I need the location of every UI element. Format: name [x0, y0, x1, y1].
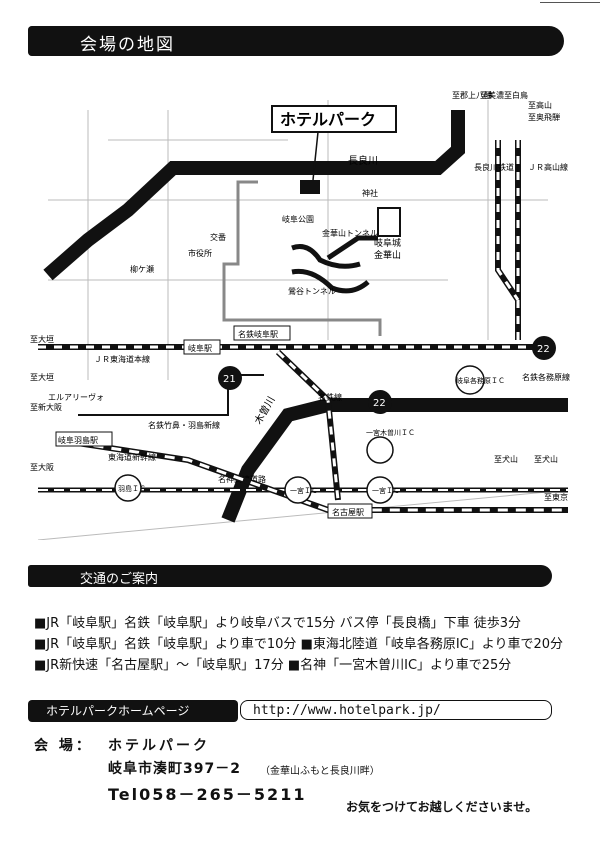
kinkazan-area — [291, 235, 378, 294]
dir-okuhida: 至奥飛騨 — [528, 112, 560, 122]
access-header-bar: 交通のご案内 — [28, 565, 552, 587]
nagaragawa-tetsudo — [495, 140, 521, 302]
route-22a-badge — [368, 390, 392, 414]
hotel-marker — [300, 180, 320, 194]
tokaido-label: ＪＲ東海道本線 — [94, 354, 150, 364]
jr-gifu-station-label: 岐阜駅 — [188, 343, 212, 353]
koban-label: 交番 — [210, 232, 226, 242]
page-title: 会場の地図 — [80, 35, 175, 55]
dir-inuyama-1: 至犬山 — [494, 454, 518, 464]
ic-ichinomiya-label-a: 一宮ＩＣ — [290, 486, 318, 495]
venue-map: 長良川 木曽川 ホテルパーク 岐阜城 金華山 神社 岐阜公園 金華山トンネル 鶯… — [30, 90, 570, 540]
meitetsu-takehana-line — [78, 374, 264, 416]
airuvo-label: エルアリーヴォ — [48, 392, 104, 402]
homepage-label: ホテルパークホームページ — [28, 700, 238, 722]
route-22b-badge — [532, 336, 556, 360]
meitetsu-gifu-station-label: 名鉄岐阜駅 — [238, 329, 278, 339]
city-hall-label: 市役所 — [188, 248, 212, 258]
route-22a-label: 22 — [373, 398, 386, 409]
jr-gifu-station-box — [183, 339, 221, 355]
shinkansen-line — [57, 437, 568, 513]
ic-kisogawa-label: 一宮木曽川ＩＣ — [366, 428, 415, 437]
top-rule — [540, 2, 600, 3]
dir-gujo: 至郡上八幡 — [452, 90, 492, 100]
closing-message: お気をつけてお越しくださいませ。 — [346, 800, 538, 814]
nagara-river-label: 長良川 — [348, 154, 378, 167]
yanagase-label: 柳ケ瀬 — [130, 264, 154, 274]
dir-shirotori: 至白鳥 — [504, 90, 528, 100]
venue-label: 会 場： — [34, 738, 93, 754]
dir-shin-osaka: 至新大阪 — [30, 402, 62, 412]
kinkazan-tunnel-label: 金華山トンネル — [322, 228, 378, 238]
uguisudani-tunnel-label: 鶯谷トンネル — [288, 286, 336, 296]
kakamigahara-label: 名鉄各務原線 — [522, 372, 570, 382]
callout-pointer — [312, 131, 319, 181]
hashima-station-box — [55, 431, 113, 447]
access-list: ■JR「岐阜駅」名鉄「岐阜駅」より岐阜バスで15分 バス停「長良橋」下車 徒歩3… — [34, 612, 563, 675]
jinja-label: 神社 — [362, 188, 378, 198]
ic-ichinomiya-label-b: 一宮ＩＣ — [372, 486, 400, 495]
nagaragawa-tetsudo-label: 長良川鉄道 — [474, 162, 514, 172]
hotel-callout: ホテルパーク — [280, 110, 376, 129]
route-21-label: 21 — [223, 374, 236, 385]
hashima-station-label: 岐阜羽島駅 — [58, 435, 98, 445]
nagara-river — [43, 110, 465, 281]
route-22b-label: 22 — [537, 344, 550, 355]
dir-ogaki2: 至大垣 — [30, 372, 54, 382]
nagoya-station-label: 名古屋駅 — [332, 507, 364, 517]
takehana-label: 名鉄竹鼻・羽島新線 — [148, 420, 220, 430]
route-21-badge — [218, 366, 242, 390]
ic-markers — [114, 365, 485, 504]
access-header: 交通のご案内 — [80, 572, 159, 587]
access-line: ■JR新快速「名古屋駅」〜「岐阜駅」17分 ■名神「一宮木曽川IC」より車で25… — [34, 658, 512, 673]
dir-ogaki: 至大垣 — [30, 334, 54, 344]
dir-osaka: 至大阪 — [30, 462, 54, 472]
kiso-river-label: 木曽川 — [251, 394, 277, 426]
dir-inuyama-2: 至犬山 — [534, 454, 558, 464]
ic-hashima-label: 羽島ＩＣ — [118, 484, 146, 493]
gifu-castle-icon — [377, 207, 401, 237]
venue-address: 岐阜市湊町397－2 — [108, 761, 241, 777]
kiso-river — [221, 398, 568, 523]
access-route — [222, 180, 382, 336]
access-line: ■JR「岐阜駅」名鉄「岐阜駅」より岐阜バスで15分 バス停「長良橋」下車 徒歩3… — [34, 616, 521, 631]
takayama-line-label: ＪＲ高山線 — [528, 162, 568, 172]
gifu-park-label: 岐阜公園 — [282, 214, 314, 224]
homepage-bar: ホテルパークホームページ http://www.hotelpark.jp/ — [28, 700, 552, 722]
dir-takayama: 至高山 — [528, 100, 552, 110]
kinkazan-label: 金華山 — [374, 249, 401, 261]
meitetsu-line-label: 名鉄線 — [318, 392, 342, 402]
shinkansen-label: 東海道新幹線 — [108, 452, 156, 462]
nagoya-station-box — [327, 503, 373, 519]
meitetsu-gifu-station-box — [233, 325, 291, 341]
ic-kakamigahara-label: 岐阜各務原ＩＣ — [456, 376, 505, 385]
gifu-castle-label: 岐阜城 — [374, 237, 401, 249]
hotel-callout-box — [271, 105, 397, 133]
title-bar: 会場の地図 — [28, 26, 564, 56]
dir-tokyo: 至東京 — [544, 492, 568, 502]
venue-address-note: （金華山ふもと長良川畔） — [260, 766, 380, 777]
venue-tel: Tel058－265－5211 — [108, 785, 307, 804]
dir-mino: 至美濃 — [480, 90, 504, 100]
access-line: ■JR「岐阜駅」名鉄「岐阜駅」より車で10分 ■東海北陸道「岐阜各務原IC」より… — [34, 637, 564, 652]
homepage-url-link[interactable]: http://www.hotelpark.jp/ — [240, 700, 552, 720]
venue-name: ホテルパーク — [108, 738, 210, 754]
meitetsu-nagoya-line — [275, 349, 341, 501]
